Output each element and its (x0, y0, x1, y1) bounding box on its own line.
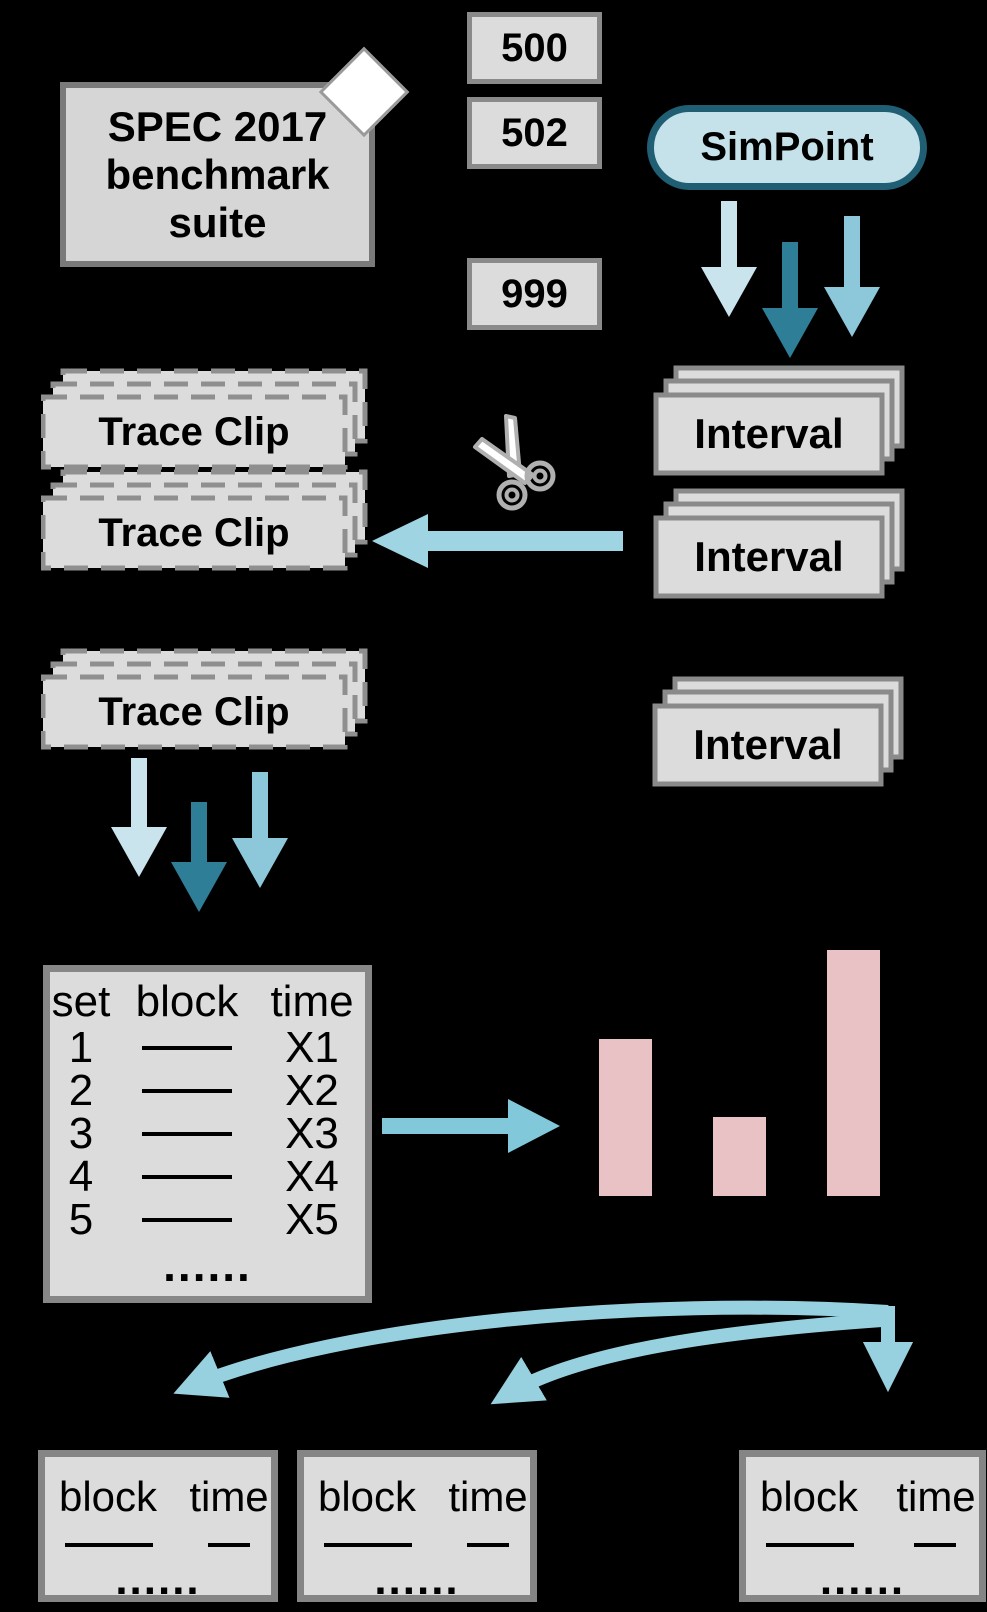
set-value: 4 (68, 1151, 94, 1201)
interval-stack-3 (652, 676, 904, 787)
block-header: block (317, 1473, 417, 1520)
block-placeholder-line (65, 1543, 153, 1547)
down-arrow-dark-icon (171, 802, 227, 912)
interval-label: Interval (693, 721, 843, 768)
bar-3 (827, 950, 880, 1196)
simpoint-label: SimPoint (700, 125, 874, 169)
curved-arrow-far-left (173, 1300, 889, 1398)
down-arrow-medium-icon (232, 772, 288, 888)
note-line: SPEC 2017 (107, 102, 328, 150)
time-header: time (448, 1473, 528, 1520)
box-ellipsis: ...... (115, 1555, 201, 1604)
block-placeholder-line (766, 1543, 854, 1547)
trace-clip-stack-3 (41, 648, 368, 750)
block-placeholder-line (112, 1045, 262, 1050)
block-placeholder-line (112, 1174, 262, 1179)
benchmark-id-label: 500 (501, 25, 568, 70)
left-arrow-shaft (428, 531, 623, 551)
down-arrow-dark-icon (762, 242, 818, 358)
simpoint-node: SimPoint (647, 105, 927, 190)
trace-clip-label: Trace Clip (98, 409, 290, 454)
benchmark-id-label: 999 (501, 271, 568, 316)
down-arrow-light-icon (701, 201, 757, 317)
table-row: 2 X2 (50, 1066, 365, 1115)
block-placeholder-line (112, 1131, 262, 1136)
right-arrow-shaft (382, 1118, 508, 1134)
block-header: block (759, 1473, 859, 1520)
interval-stack-1 (653, 365, 905, 476)
curved-arrow-middle (490, 1313, 883, 1405)
benchmark-id-box-500: 500 (467, 12, 602, 84)
time-header: time (189, 1473, 269, 1520)
note-line: benchmark (105, 150, 330, 198)
down-arrow-medium-icon (824, 216, 880, 337)
table-row: 4 X4 (50, 1152, 365, 1201)
time-placeholder-line (467, 1543, 509, 1547)
time-placeholder-line (208, 1543, 250, 1547)
benchmark-id-box-502: 502 (467, 97, 602, 169)
down-arrow-light-icon (111, 758, 167, 877)
distribution-arrows (173, 1300, 914, 1405)
time-value: X3 (285, 1108, 339, 1158)
table-row: 3 X3 (50, 1109, 365, 1158)
trace-clip-stack-2 (41, 469, 368, 571)
scissors-icon (473, 414, 556, 511)
trace-clip-stack-1 (41, 368, 368, 470)
table-header-row: set block time (50, 977, 365, 1026)
time-value: X2 (285, 1065, 339, 1115)
block-time-box-3: block time ...... (739, 1450, 986, 1604)
col-header-block: block (135, 977, 239, 1026)
time-value: X4 (285, 1151, 339, 1201)
trace-clip-label: Trace Clip (98, 510, 290, 555)
interval-label: Interval (694, 533, 844, 580)
right-arrow-icon (508, 1099, 560, 1153)
time-value: X1 (285, 1022, 339, 1072)
set-value: 5 (68, 1194, 94, 1244)
bar-1 (599, 1039, 652, 1196)
set-value: 3 (68, 1108, 94, 1158)
table-row: 1 X1 (50, 1023, 365, 1072)
time-placeholder-line (914, 1543, 956, 1547)
time-value: X5 (285, 1194, 339, 1244)
benchmark-id-box-999: 999 (467, 258, 602, 330)
bar-2 (713, 1117, 766, 1196)
spec-benchmark-note: SPEC 2017 benchmark suite (60, 82, 375, 267)
time-header: time (896, 1473, 976, 1520)
table-row: 5 X5 (50, 1195, 365, 1244)
interval-label: Interval (694, 410, 844, 457)
left-arrow-icon (372, 514, 428, 568)
benchmark-id-label: 502 (501, 110, 568, 155)
set-block-time-table: set block time 1 X1 2 X2 3 X3 4 X4 5 X5 (43, 965, 372, 1303)
box-ellipsis: ...... (819, 1555, 906, 1604)
set-value: 1 (68, 1022, 94, 1072)
block-time-box-1: block time ...... (38, 1450, 278, 1604)
col-header-set: set (51, 977, 111, 1026)
table-ellipsis: ...... (163, 1239, 252, 1291)
block-placeholder-line (112, 1088, 262, 1093)
block-placeholder-line (324, 1543, 412, 1547)
box-ellipsis: ...... (374, 1555, 460, 1604)
set-value: 2 (68, 1065, 94, 1115)
col-header-time: time (270, 977, 354, 1026)
block-header: block (58, 1473, 158, 1520)
interval-stack-2 (653, 488, 905, 599)
block-time-box-2: block time ...... (297, 1450, 537, 1604)
note-line: suite (168, 198, 267, 246)
block-placeholder-line (112, 1217, 262, 1222)
trace-clip-label: Trace Clip (98, 689, 290, 734)
